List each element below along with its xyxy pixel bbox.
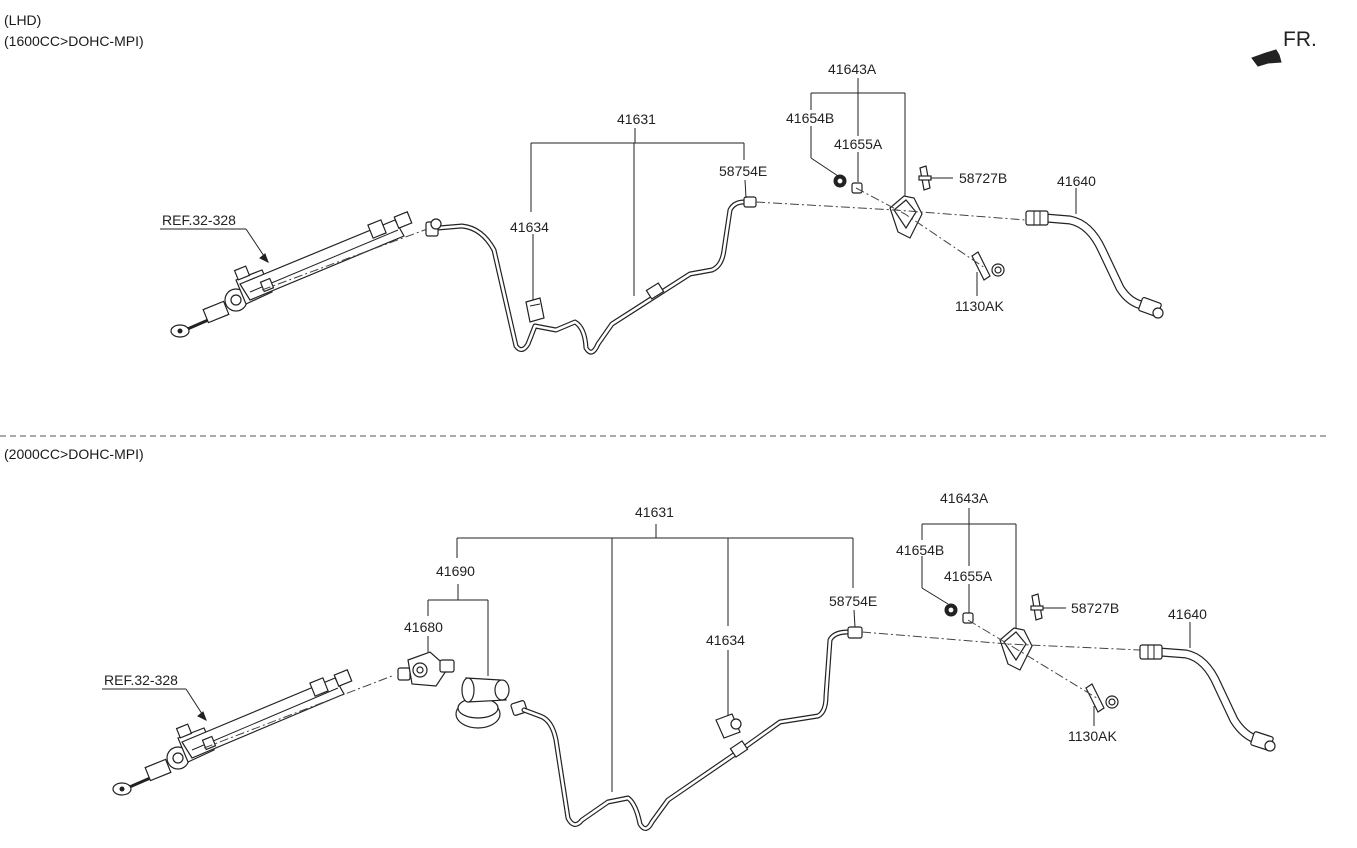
- leader-lines: [427, 524, 856, 792]
- part-label-41680: 41680: [404, 619, 443, 635]
- part-label-41643A: 41643A: [940, 490, 989, 506]
- ref-arrowhead-icon: [197, 711, 207, 722]
- part-label-41654B: 41654B: [786, 110, 834, 126]
- ref-label: REF.32-328: [162, 212, 236, 228]
- part-label-41655A: 41655A: [834, 136, 883, 152]
- part-label-58727B: 58727B: [1071, 600, 1119, 616]
- clutch-master-cylinder: [112, 669, 353, 796]
- part-label-41631: 41631: [617, 111, 656, 127]
- junction-block-41680: [397, 651, 455, 687]
- pipe-clip-41634: [715, 713, 742, 739]
- leader-lines: [530, 128, 747, 300]
- part-label-58727B: 58727B: [959, 170, 1007, 186]
- front-direction-arrow-icon: [1251, 49, 1282, 67]
- part-label-41634: 41634: [510, 219, 549, 235]
- section-2000cc: REF.32-328: [102, 490, 1276, 831]
- clutch-master-cylinder: [170, 211, 413, 338]
- part-label-41654B: 41654B: [896, 542, 944, 558]
- part-label-41643A: 41643A: [828, 61, 877, 77]
- part-label-41655A: 41655A: [944, 568, 993, 584]
- front-direction-label: FR.: [1283, 28, 1317, 51]
- alignment-line: [861, 631, 1141, 651]
- part-label-58754E: 58754E: [829, 593, 877, 609]
- part-label-41640: 41640: [1168, 606, 1207, 622]
- variant-label-lhd: (LHD): [4, 12, 42, 28]
- alignment-line: [967, 619, 1101, 701]
- part-label-41631: 41631: [635, 504, 674, 520]
- part-label-1130AK: 1130AK: [955, 298, 1004, 314]
- bracket-assembly-41643A: [810, 78, 1005, 296]
- pipe-clip-41634: [525, 297, 545, 323]
- part-label-41690: 41690: [436, 563, 475, 579]
- part-label-41634: 41634: [706, 632, 745, 648]
- alignment-line: [755, 201, 1027, 221]
- part-label-1130AK: 1130AK: [1068, 728, 1117, 744]
- clutch-hose-41640: [1025, 188, 1164, 319]
- variant-label-1600cc: (1600CC>DOHC-MPI): [4, 33, 144, 49]
- part-label-58754E: 58754E: [719, 163, 767, 179]
- ref-label: REF.32-328: [104, 672, 178, 688]
- ref-arrowhead-icon: [259, 253, 269, 264]
- alignment-line: [855, 187, 986, 269]
- part-label-41640: 41640: [1057, 173, 1096, 189]
- clutch-pipe-41631: [521, 626, 863, 831]
- section-1600cc: REF.32-328: [160, 61, 1164, 355]
- clutch-hose-41640: [1139, 622, 1276, 752]
- variant-label-2000cc: (2000CC>DOHC-MPI): [4, 446, 144, 462]
- alignment-line: [261, 227, 431, 291]
- clutch-pipe-41631: [425, 196, 757, 355]
- damper-41690: [455, 677, 528, 729]
